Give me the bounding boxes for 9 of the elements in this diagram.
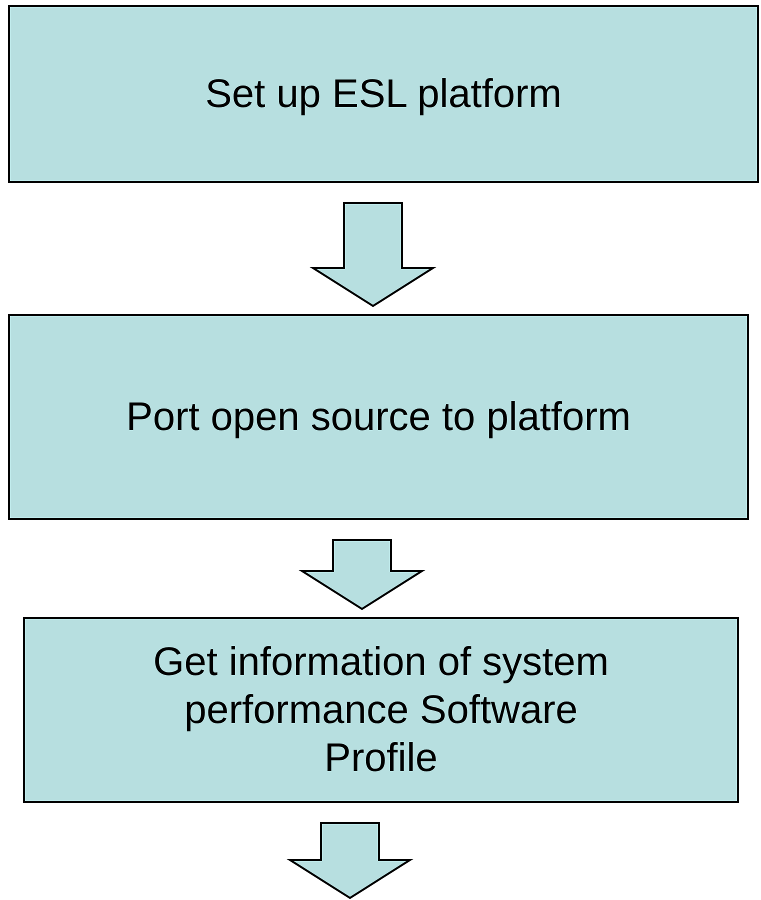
block-arrow <box>298 539 426 610</box>
block-arrow <box>286 822 414 900</box>
process-box <box>8 314 749 520</box>
block-arrow <box>310 202 436 308</box>
step-text: Set up ESL platform <box>205 71 562 118</box>
process-box <box>8 5 759 183</box>
process-box <box>23 617 739 803</box>
step-text: Get information of system performance Software Profile <box>152 639 610 782</box>
step-text: Port open source to platform <box>126 394 631 441</box>
